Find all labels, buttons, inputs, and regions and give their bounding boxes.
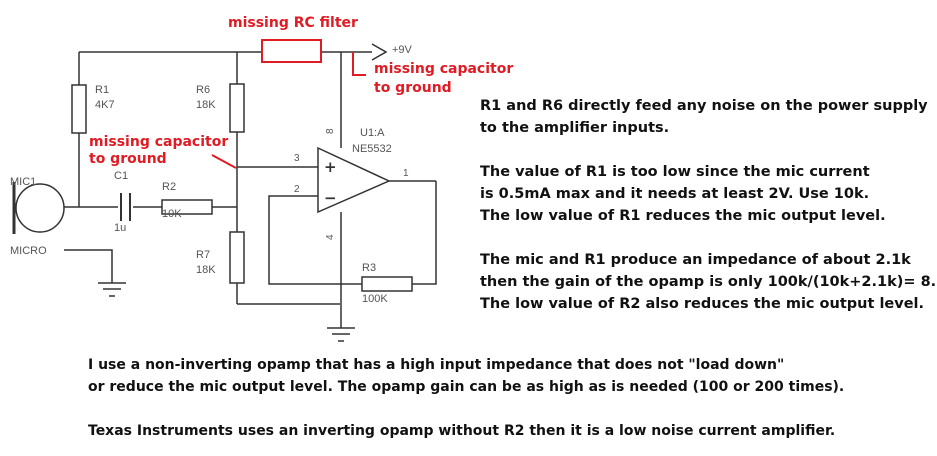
r1-value: 4K7 <box>95 99 115 111</box>
opamp-triangle <box>317 146 391 214</box>
note-line: or reduce the mic output level. The opam… <box>88 379 845 395</box>
annotation-rc-filter: missing RC filter <box>228 15 358 31</box>
note-line: is 0.5mA max and it needs at least 2V. U… <box>480 186 870 202</box>
feedback-wire <box>412 181 437 285</box>
wires <box>64 51 437 328</box>
microphone-symbol <box>12 182 65 234</box>
annotation-supply-cap-line2: to ground <box>374 80 452 96</box>
c1-value: 1u <box>114 222 126 234</box>
c1-ref: C1 <box>114 170 128 182</box>
opamp-ref: U1:A <box>360 127 385 139</box>
r6-resistor <box>229 83 245 133</box>
mic-ref: MIC1 <box>10 176 36 188</box>
supply-arrow-icon <box>371 43 388 61</box>
inv-input-wire <box>268 195 362 285</box>
r2-value: 10K <box>162 208 182 220</box>
pin-8-label: 8 <box>325 128 336 134</box>
r6-value: 18K <box>196 99 216 111</box>
r6-ref: R6 <box>196 84 210 96</box>
note-line <box>480 227 937 249</box>
note-line <box>88 398 844 420</box>
annotation-input-cap-line1: missing capacitor <box>89 134 228 150</box>
missing-rc-filter-marker <box>261 39 322 63</box>
note-line: then the gain of the opamp is only 100k/… <box>480 274 937 290</box>
r7-ref: R7 <box>196 249 210 261</box>
note-line: I use a non-inverting opamp that has a h… <box>88 357 785 373</box>
r1-resistor <box>71 84 87 134</box>
note-line: R1 and R6 directly feed any noise on the… <box>480 98 928 114</box>
pin-3-label: 3 <box>294 153 300 164</box>
pin-2-label: 2 <box>294 184 300 195</box>
missing-supply-cap-marker <box>352 52 366 76</box>
r1-ref: R1 <box>95 84 109 96</box>
note-line: The low value of R1 reduces the mic outp… <box>480 208 886 224</box>
r7-resistor <box>229 231 245 284</box>
r3-value: 100K <box>362 293 388 305</box>
note-line <box>480 139 937 161</box>
mic-value: MICRO <box>10 245 47 257</box>
r2-ref: R2 <box>162 181 176 193</box>
minus-sign: − <box>324 189 337 207</box>
opamp-value: NE5532 <box>352 143 392 155</box>
r3-ref: R3 <box>362 262 376 274</box>
notes-bottom: I use a non-inverting opamp that has a h… <box>88 354 844 442</box>
plus-sign: + <box>324 158 337 176</box>
c1-capacitor <box>120 193 131 221</box>
mic-ground-wire <box>64 249 113 283</box>
r3-resistor <box>361 276 413 292</box>
ground-symbol-mic <box>98 282 126 297</box>
annotation-input-cap-line2: to ground <box>89 151 167 167</box>
pin-1-label: 1 <box>403 168 409 179</box>
missing-input-cap-marker <box>211 154 237 169</box>
r2-resistor <box>161 199 213 215</box>
pin-4-label: 4 <box>325 234 336 240</box>
note-line: The low value of R2 also reduces the mic… <box>480 296 925 312</box>
note-line: The mic and R1 produce an impedance of a… <box>480 252 911 268</box>
annotation-supply-cap-line1: missing capacitor <box>374 61 513 77</box>
ground-symbol-opamp <box>327 327 355 342</box>
supply-label: +9V <box>392 44 413 56</box>
note-line: The value of R1 is too low since the mic… <box>480 164 870 180</box>
note-line: Texas Instruments uses an inverting opam… <box>88 423 836 439</box>
notes-right: R1 and R6 directly feed any noise on the… <box>480 95 937 315</box>
note-line: to the amplifier inputs. <box>480 120 670 136</box>
r7-value: 18K <box>196 264 216 276</box>
